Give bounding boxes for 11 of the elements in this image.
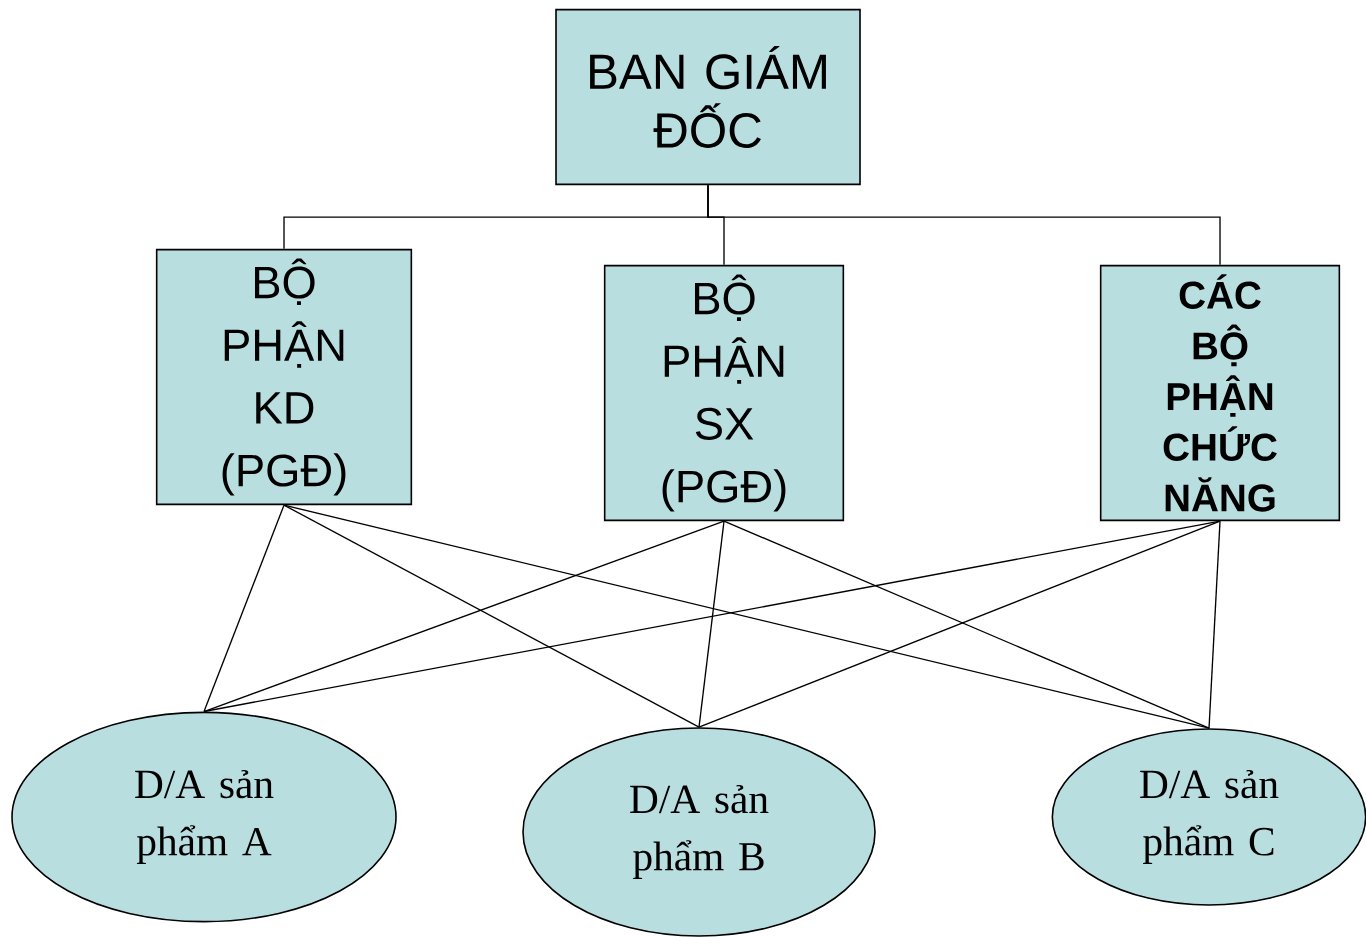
department-box: BỘ PHẬN SX (PGĐ) xyxy=(603,264,845,522)
department-box: CÁC BỘ PHẬN CHỨC NĂNG xyxy=(1099,264,1341,522)
connector-line xyxy=(283,504,1210,729)
connector-line xyxy=(698,520,725,728)
director-box: BAN GIÁM ĐỐC xyxy=(555,8,861,186)
department-box: BỘ PHẬN KD (PGĐ) xyxy=(155,248,413,506)
connector-line xyxy=(707,184,1221,266)
connector-line xyxy=(1208,520,1221,729)
connector-line xyxy=(203,520,725,713)
connector-line xyxy=(203,504,285,713)
connector-line xyxy=(283,504,700,728)
